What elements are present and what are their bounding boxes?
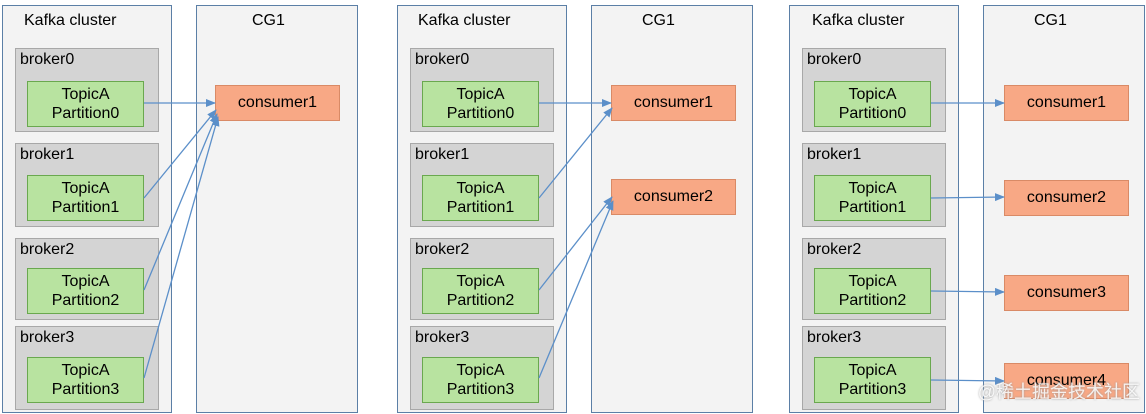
watermark: @稀土掘金技术社区 bbox=[977, 382, 1140, 402]
consumer-box-1-1: consumer1 bbox=[215, 85, 340, 121]
topic-label: TopicA bbox=[848, 273, 897, 290]
partition-box-3-2: TopicA Partition2 bbox=[814, 268, 931, 314]
consumer-box-3-3: consumer3 bbox=[1004, 275, 1129, 311]
broker-label: broker1 bbox=[807, 146, 862, 163]
broker-label: broker0 bbox=[20, 51, 75, 68]
kafka-cluster-title-3: Kafka cluster bbox=[812, 12, 905, 29]
consumer-group-panel-1 bbox=[196, 5, 358, 413]
topic-label: TopicA bbox=[848, 86, 897, 103]
partition-box-1-0: TopicA Partition0 bbox=[27, 81, 144, 127]
consumer-group-title-1: CG1 bbox=[252, 12, 285, 29]
partition-label: Partition2 bbox=[51, 292, 120, 309]
broker-label: broker2 bbox=[807, 241, 862, 258]
partition-box-3-1: TopicA Partition1 bbox=[814, 175, 931, 221]
consumer-box-3-4: consumer4 bbox=[1004, 363, 1129, 399]
partition-label: Partition2 bbox=[446, 292, 515, 309]
partition-label: Partition3 bbox=[51, 381, 120, 398]
topic-label: TopicA bbox=[61, 273, 110, 290]
topic-label: TopicA bbox=[61, 86, 110, 103]
partition-label: Partition0 bbox=[838, 105, 907, 122]
partition-label: Partition0 bbox=[51, 105, 120, 122]
partition-box-3-0: TopicA Partition0 bbox=[814, 81, 931, 127]
topic-label: TopicA bbox=[456, 273, 505, 290]
partition-box-3-3: TopicA Partition3 bbox=[814, 357, 931, 403]
consumer-group-title-3: CG1 bbox=[1034, 12, 1067, 29]
partition-box-1-3: TopicA Partition3 bbox=[27, 357, 144, 403]
broker-label: broker1 bbox=[415, 146, 470, 163]
topic-label: TopicA bbox=[456, 86, 505, 103]
partition-label: Partition3 bbox=[446, 381, 515, 398]
partition-label: Partition3 bbox=[838, 381, 907, 398]
topic-label: TopicA bbox=[61, 362, 110, 379]
topic-label: TopicA bbox=[456, 180, 505, 197]
topic-label: TopicA bbox=[848, 180, 897, 197]
consumer-group-title-2: CG1 bbox=[642, 12, 675, 29]
partition-label: Partition1 bbox=[51, 199, 120, 216]
consumer-box-3-2: consumer2 bbox=[1004, 180, 1129, 216]
topic-label: TopicA bbox=[456, 362, 505, 379]
partition-box-2-1: TopicA Partition1 bbox=[422, 175, 539, 221]
partition-box-2-2: TopicA Partition2 bbox=[422, 268, 539, 314]
broker-label: broker1 bbox=[20, 146, 75, 163]
partition-label: Partition1 bbox=[446, 199, 515, 216]
topic-label: TopicA bbox=[61, 180, 110, 197]
partition-box-1-2: TopicA Partition2 bbox=[27, 268, 144, 314]
kafka-cluster-title-1: Kafka cluster bbox=[24, 12, 117, 29]
consumer-box-3-1: consumer1 bbox=[1004, 85, 1129, 121]
broker-label: broker3 bbox=[415, 329, 470, 346]
partition-box-2-3: TopicA Partition3 bbox=[422, 357, 539, 403]
partition-label: Partition2 bbox=[838, 292, 907, 309]
topic-label: TopicA bbox=[848, 362, 897, 379]
broker-label: broker2 bbox=[415, 241, 470, 258]
consumer-box-2-1: consumer1 bbox=[611, 85, 736, 121]
partition-box-2-0: TopicA Partition0 bbox=[422, 81, 539, 127]
consumer-box-2-2: consumer2 bbox=[611, 179, 736, 215]
kafka-cluster-title-2: Kafka cluster bbox=[418, 12, 511, 29]
partition-label: Partition1 bbox=[838, 199, 907, 216]
broker-label: broker3 bbox=[807, 329, 862, 346]
broker-label: broker2 bbox=[20, 241, 75, 258]
broker-label: broker3 bbox=[20, 329, 75, 346]
broker-label: broker0 bbox=[415, 51, 470, 68]
partition-box-1-1: TopicA Partition1 bbox=[27, 175, 144, 221]
partition-label: Partition0 bbox=[446, 105, 515, 122]
broker-label: broker0 bbox=[807, 51, 862, 68]
